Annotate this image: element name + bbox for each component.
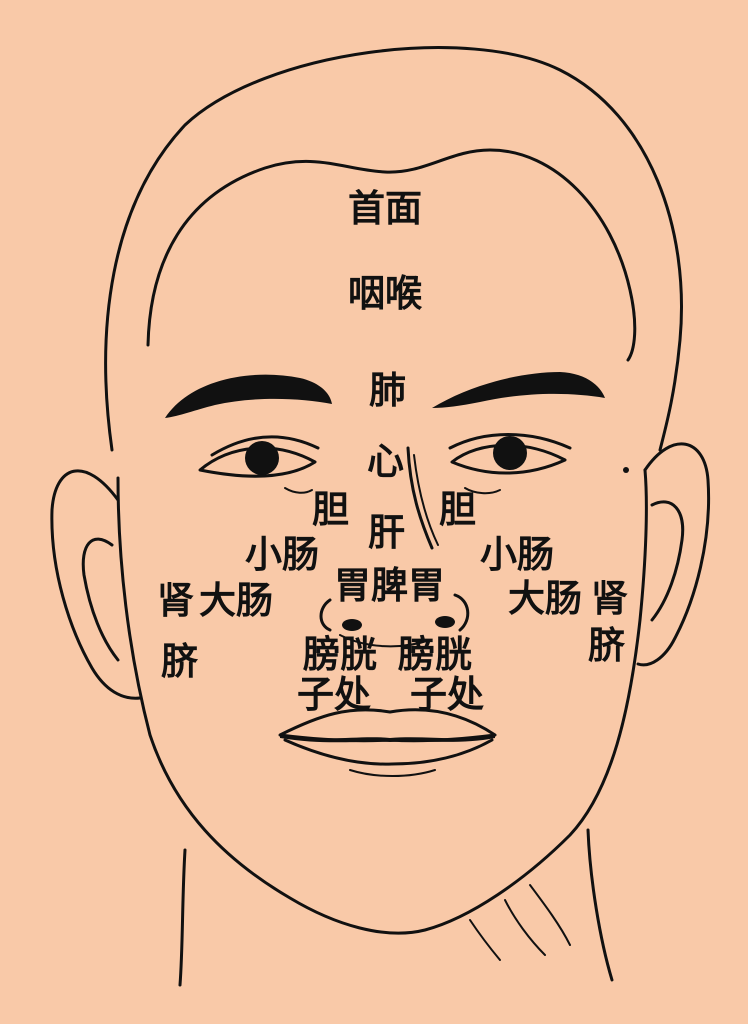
label-nose-root: 心 [367,440,404,483]
label-between-brows: 肺 [369,369,406,412]
nose-bridge-line [406,446,434,550]
label-left-nose-wing: 胃 [334,564,371,607]
left-eye [198,446,317,478]
label-left-large-intestine: 大肠 [199,579,273,622]
label-right-large-intestine: 大肠 [508,577,582,620]
label-forehead-mid: 咽喉 [348,272,422,315]
label-left-bladder: 膀胱 [303,633,377,676]
label-right-small-intestine: 小肠 [480,533,554,576]
hair-outline [104,46,683,452]
right-eyebrow [432,372,605,408]
right-eye [450,443,567,475]
right-pupil [493,436,527,470]
label-right-bladder: 膀胱 [398,633,472,676]
label-forehead-top: 首面 [348,187,422,230]
label-right-nose-wing: 胃 [408,564,445,607]
label-right-navel: 脐 [588,624,625,667]
label-left-kidney: 肾 [157,579,194,622]
right-ear [636,442,711,667]
label-nose-tip: 脾 [371,564,408,607]
label-right-gallbladder: 胆 [439,488,476,531]
label-left-navel: 脐 [161,640,198,683]
left-eyebrow [165,374,332,418]
face-outline [116,468,648,935]
left-ear [50,469,142,700]
lower-lip [283,738,494,766]
label-right-uterus: 子处 [410,673,484,716]
neck-left [178,848,187,987]
label-left-small-intestine: 小肠 [245,533,319,576]
hairline [146,148,637,362]
label-left-gallbladder: 胆 [312,488,349,531]
neck-right [586,828,614,982]
nose-right-wing [453,593,470,632]
nose-left-wing [319,598,332,632]
label-right-kidney: 肾 [591,577,628,620]
left-pupil [245,441,279,475]
label-left-uterus: 子处 [297,673,371,716]
label-nose-bridge: 肝 [368,511,405,554]
